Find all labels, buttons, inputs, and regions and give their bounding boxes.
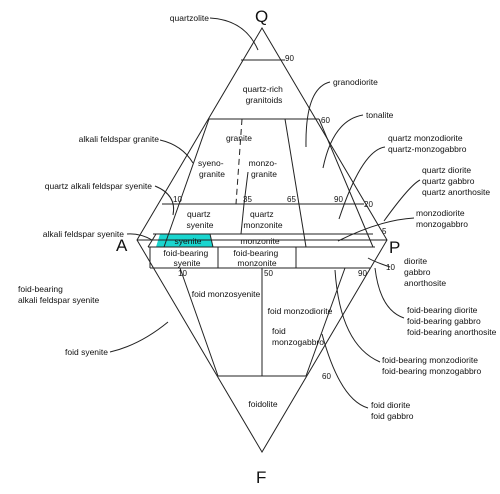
field-monzogranite: monzo- granite <box>249 158 280 179</box>
tick-t65: 65 <box>287 195 296 204</box>
tick-q60: 60 <box>321 116 330 125</box>
leader-granodiorite <box>305 81 331 148</box>
field-granite: granite <box>226 133 252 143</box>
callout-tonalite: tonalite <box>366 110 394 120</box>
diamond-outline <box>136 27 388 453</box>
tick-q5: 5 <box>382 227 387 236</box>
leader-quartz-diorite <box>383 179 421 222</box>
leader-quartz-monzodiorite <box>338 146 386 220</box>
f-p10-line <box>179 267 219 377</box>
field-foidolite: foidolite <box>248 399 278 409</box>
p65-line <box>284 118 307 248</box>
callout-quartz-monzodiorite: quartz monzodiorite quartz-monzogabbro <box>388 133 467 154</box>
field-quartz-rich-granitoids: quartz-rich granitoids <box>243 84 286 105</box>
tick-f60: 60 <box>322 372 331 381</box>
tick-q20: 20 <box>364 200 373 209</box>
tick-t10: 10 <box>173 195 182 204</box>
syenite-left-line <box>147 233 157 248</box>
field-foid-monzogabbro: foid monzogabbro <box>272 326 324 347</box>
p10-upper-line <box>163 118 210 248</box>
leader-foid-diorite <box>321 333 369 409</box>
leader-quartz-alkali-feldspar-syenite <box>154 185 175 216</box>
leader-foid-bearing-monzodiorite <box>334 269 381 363</box>
callout-foid-bearing-alkali-feldspar-syenite: foid-bearing alkali feldspar syenite <box>18 284 100 305</box>
callout-quartzolite: quartzolite <box>170 13 209 23</box>
p35-monzonite-line <box>240 203 245 235</box>
leader-tonalite <box>322 114 364 169</box>
apex-p: P <box>389 238 400 257</box>
callout-foid-syenite: foid syenite <box>65 347 108 357</box>
leader-foid-syenite <box>109 321 169 353</box>
p35-lower-line <box>243 171 249 205</box>
callout-foid-bearing-monzodiorite: foid-bearing monzodiorite foid-bearing m… <box>382 355 482 376</box>
field-foid-bearing-monzonite: foid-bearing monzonite <box>233 248 280 268</box>
tick-q90: 90 <box>285 54 294 63</box>
callout-foid-diorite: foid diorite foid gabbro <box>371 400 414 421</box>
leader-alkali-feldspar-granite <box>159 139 194 164</box>
field-quartz-syenite: quartz syenite <box>187 209 214 230</box>
apex-f: F <box>256 468 266 487</box>
field-syenogranite: syeno- granite <box>198 158 226 179</box>
callout-alkali-feldspar-syenite: alkali feldspar syenite <box>43 229 125 239</box>
tick-b90: 90 <box>358 269 367 278</box>
p90-line <box>318 118 374 248</box>
field-foid-bearing-syenite: foid-bearing syenite <box>163 248 210 268</box>
callout-quartz-diorite: quartz diorite quartz gabbro quartz anor… <box>422 165 490 197</box>
callout-diorite: diorite gabbro anorthosite <box>404 256 446 288</box>
field-syenite: syenite <box>175 236 202 246</box>
field-quartz-monzonite: quartz monzonite <box>243 209 282 230</box>
granite-dashed-line <box>235 118 243 205</box>
leader-quartzolite <box>209 17 259 51</box>
callout-alkali-feldspar-granite: alkali feldspar granite <box>79 134 160 144</box>
field-monzonite: monzonite <box>240 236 279 246</box>
syenite-right-line <box>209 233 214 248</box>
tick-b50: 50 <box>264 269 273 278</box>
apex-a: A <box>116 236 128 255</box>
tick-p10: 10 <box>386 263 395 272</box>
callout-granodiorite: granodiorite <box>333 77 378 87</box>
callout-quartz-alkali-feldspar-syenite: quartz alkali feldspar syenite <box>45 181 153 191</box>
leader-monzodiorite <box>337 217 415 242</box>
apex-q: Q <box>255 7 268 26</box>
leader-alkali-feldspar-syenite <box>126 233 153 241</box>
callout-foid-bearing-diorite: foid-bearing diorite foid-bearing gabbro… <box>407 305 497 337</box>
field-foid-monzosyenite: foid monzosyenite <box>192 289 261 299</box>
field-foid-monzodiorite: foid monzodiorite <box>268 306 333 316</box>
leader-diorite <box>367 257 391 268</box>
tick-b10: 10 <box>178 269 187 278</box>
tick-t90: 90 <box>334 195 343 204</box>
f-p90-line <box>305 267 346 377</box>
leader-foid-bearing-diorite <box>374 267 405 319</box>
tick-t35: 35 <box>243 195 252 204</box>
callout-monzodiorite: monzodiorite monzogabbro <box>416 208 468 229</box>
